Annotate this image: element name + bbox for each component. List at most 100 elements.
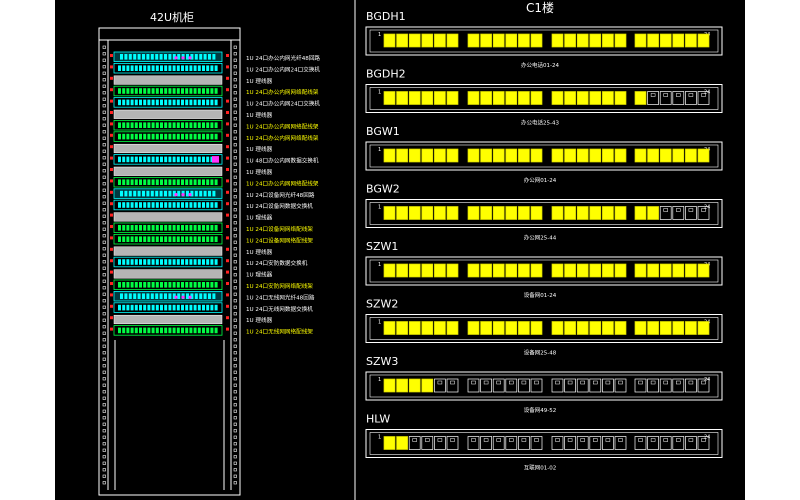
left-rail-hole [102,344,106,348]
fiber-port [190,190,194,197]
right-screw [226,99,229,103]
port-latch [521,438,527,442]
right-screw [226,122,229,126]
fiber-port [190,54,194,60]
device-label: 1U 24口办公内网光纤48回路 [246,54,320,62]
port-used [614,91,627,105]
left-rail-hole [102,201,106,205]
right-rail-hole [233,416,237,420]
port-free [647,378,659,393]
port-used [614,206,627,220]
rj45-port [197,282,201,288]
port-used [551,206,564,220]
rj45-port [130,133,134,140]
right-rail-hole [233,331,237,335]
right-screw [226,145,229,149]
rj45-port [122,202,126,208]
left-rail-hole [102,364,106,368]
port-free [564,378,576,393]
fiber-port [168,54,172,60]
port-used [614,148,627,163]
left-rail-hole [102,325,106,329]
port-start-label: 1 [378,320,381,326]
fiber-port [199,54,203,60]
rj45-port [122,179,126,185]
port-end-label: 24 [704,90,710,96]
port-used [396,436,408,450]
right-rail-hole [233,195,237,199]
port-latch [412,438,417,442]
left-rail-hole [102,130,106,134]
port-latch [650,93,656,97]
rj45-port [176,65,180,71]
left-screw [110,122,113,126]
left-rail-hole [102,123,106,127]
rj45-port [189,236,193,242]
port-used [467,321,480,335]
fiber-port [128,54,132,60]
port-used [659,321,672,335]
rj45-port [168,133,172,140]
right-screw [226,179,229,183]
rj45-port [197,156,201,163]
port-end-label: 24 [704,435,710,441]
port-latch [605,438,611,442]
port-used [634,263,647,278]
right-rail-hole [233,136,237,140]
device-cyan [110,256,229,268]
rj45-port [189,304,193,311]
port-used [408,91,421,105]
port-used [383,436,396,450]
left-rail-hole [102,162,106,166]
patch-panel-name: BGW1 [366,125,400,138]
left-rail-hole [102,247,106,251]
rj45-port [134,99,138,106]
rj45-port [143,156,147,163]
cabinet-mounting-holes [102,45,237,485]
port-free [697,378,710,393]
port-latch [650,438,656,442]
fiber-connector [181,193,185,197]
port-used [602,148,614,163]
device-label: 1U 24口设备网光纤48回路 [246,191,315,199]
right-rail-hole [233,448,237,452]
rj45-port [202,202,205,208]
left-screw [110,202,113,206]
patch-panel: BGDH1124办公电话01-24 [365,10,723,69]
rj45-port [214,236,218,242]
port-latch [701,208,706,212]
left-rail-hole [102,234,106,238]
fiber-box-body [113,51,223,63]
rj45-port [202,133,205,140]
left-rail-hole [102,266,106,270]
device-body [113,302,223,313]
port-free [659,91,672,105]
rj45-port [143,65,147,71]
device-gray [110,246,229,256]
fiber-port [177,54,181,60]
rj45-port [206,327,210,334]
right-rail-hole [233,351,237,355]
port-used [589,206,602,220]
rj45-port [181,236,184,242]
rj45-port [143,202,147,208]
rj45-port [139,88,142,94]
rj45-port [185,327,189,334]
rj45-port [206,156,210,163]
rj45-port [172,259,176,265]
port-start-label: 1 [378,147,381,153]
right-rail-hole [233,364,237,368]
port-used [505,321,518,335]
rj45-port [185,304,189,311]
patch-panel-inner-frame [369,259,719,283]
port-used [492,321,505,335]
rj45-port [118,122,121,128]
left-screw [110,133,113,137]
rj45-port [164,225,168,231]
port-used [446,321,459,335]
port-used [685,148,697,163]
rj45-port [193,236,197,242]
rj45-port [172,225,176,231]
right-rail-hole [233,305,237,309]
port-used [446,91,459,105]
